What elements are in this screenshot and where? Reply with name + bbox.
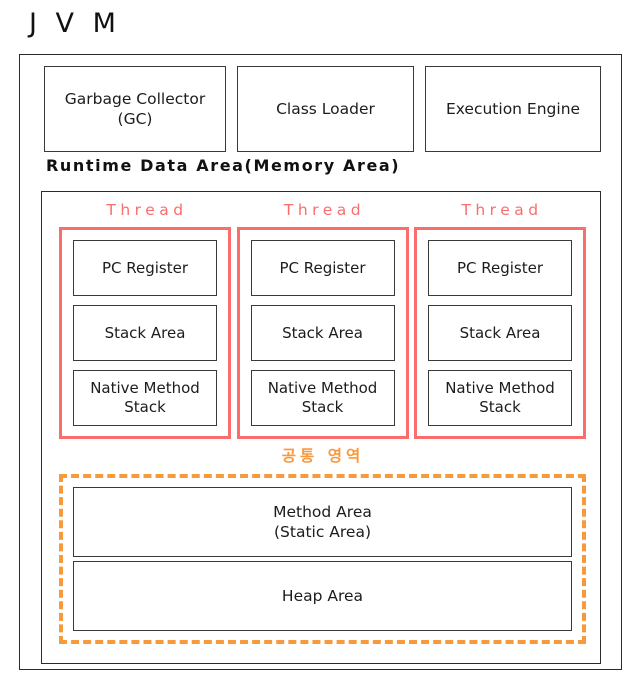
runtime-data-area-frame: Thread PC Register Stack Area: [41, 191, 601, 664]
jvm-components-row: Garbage Collector (GC) Class Loader Exec…: [44, 66, 601, 152]
native-method-stack-box-2: Native Method Stack: [250, 370, 395, 426]
class-loader-label-line1: Class Loader: [276, 100, 375, 118]
component-box-execution-engine: Execution Engine: [425, 66, 601, 152]
page-title: J V M: [29, 8, 121, 39]
native-method-stack-box-1: Native Method Stack: [73, 370, 217, 426]
native-method-stack-label-3: Native Method Stack: [445, 379, 555, 417]
native-method-stack-label-3-line2: Stack: [479, 398, 521, 416]
method-area-box: Method Area (Static Area): [73, 487, 572, 557]
heap-area-box: Heap Area: [73, 561, 572, 631]
native-method-stack-label-2-line2: Stack: [301, 398, 344, 416]
class-loader-label: Class Loader: [276, 99, 375, 119]
stack-area-box-1: Stack Area: [73, 305, 217, 361]
stack-area-label-3: Stack Area: [460, 324, 541, 343]
thread-label-3: Thread: [461, 201, 543, 219]
native-method-stack-label-1-line1: Native Method: [90, 379, 200, 397]
heap-area-label: Heap Area: [282, 586, 363, 606]
thread-label-1: Thread: [106, 201, 188, 219]
thread-box-1: PC Register Stack Area Native Method Sta…: [59, 227, 231, 439]
method-area-label: Method Area (Static Area): [273, 502, 372, 542]
native-method-stack-label-2-line1: Native Method: [267, 379, 378, 397]
pc-register-label-2: PC Register: [279, 259, 365, 278]
native-method-stack-label-1-line2: Stack: [124, 398, 166, 416]
shared-area-frame: Method Area (Static Area) Heap Area: [59, 474, 586, 644]
thread-column-3: Thread PC Register Stack Area: [414, 200, 586, 440]
thread-box-3: PC Register Stack Area Native Method Sta…: [414, 227, 586, 439]
stack-area-box-2: Stack Area: [250, 305, 395, 361]
heap-area-label-line1: Heap Area: [281, 587, 364, 605]
stack-area-box-3: Stack Area: [428, 305, 572, 361]
threads-row: Thread PC Register Stack Area: [59, 200, 586, 440]
execution-engine-label-line1: Execution Engine: [445, 100, 581, 118]
native-method-stack-label-2: Native Method Stack: [268, 379, 378, 417]
pc-register-box-1: PC Register: [73, 240, 217, 296]
native-method-stack-label-3-line1: Native Method: [445, 379, 555, 397]
component-box-garbage-collector: Garbage Collector (GC): [44, 66, 226, 152]
pc-register-label-1: PC Register: [102, 259, 188, 278]
execution-engine-label: Execution Engine: [446, 99, 580, 119]
pc-register-label-3-line1: PC Register: [456, 258, 544, 277]
pc-register-label-3: PC Register: [457, 259, 543, 278]
native-method-stack-box-3: Native Method Stack: [428, 370, 572, 426]
pc-register-label-1-line1: PC Register: [101, 258, 189, 277]
garbage-collector-label: Garbage Collector (GC): [65, 89, 205, 129]
pc-register-box-2: PC Register: [250, 240, 395, 296]
component-box-class-loader: Class Loader: [237, 66, 414, 152]
stack-area-label-3-line1: Stack Area: [459, 323, 541, 342]
pc-register-box-3: PC Register: [428, 240, 572, 296]
thread-column-1: Thread PC Register Stack Area: [59, 200, 231, 440]
thread-column-2: Thread PC Register Stack Area: [236, 200, 409, 440]
stack-area-label-1: Stack Area: [105, 324, 186, 343]
garbage-collector-label-line2: (GC): [117, 110, 153, 128]
runtime-data-area-title: Runtime Data Area(Memory Area): [46, 156, 401, 175]
shared-area-title: 공통 영역: [281, 447, 365, 465]
thread-label-2: Thread: [283, 201, 366, 219]
method-area-label-line1: Method Area: [273, 503, 372, 521]
jvm-outer-frame: Garbage Collector (GC) Class Loader Exec…: [19, 54, 622, 670]
method-area-label-line2: (Static Area): [273, 523, 371, 541]
garbage-collector-label-line1: Garbage Collector: [64, 90, 206, 108]
stack-area-label-2-line1: Stack Area: [282, 323, 363, 342]
native-method-stack-label-1: Native Method Stack: [90, 379, 200, 417]
pc-register-label-2-line1: PC Register: [279, 258, 366, 277]
stack-area-label-1-line1: Stack Area: [104, 323, 186, 342]
thread-box-2: PC Register Stack Area Native Method Sta…: [236, 227, 409, 439]
stack-area-label-2: Stack Area: [282, 324, 363, 343]
